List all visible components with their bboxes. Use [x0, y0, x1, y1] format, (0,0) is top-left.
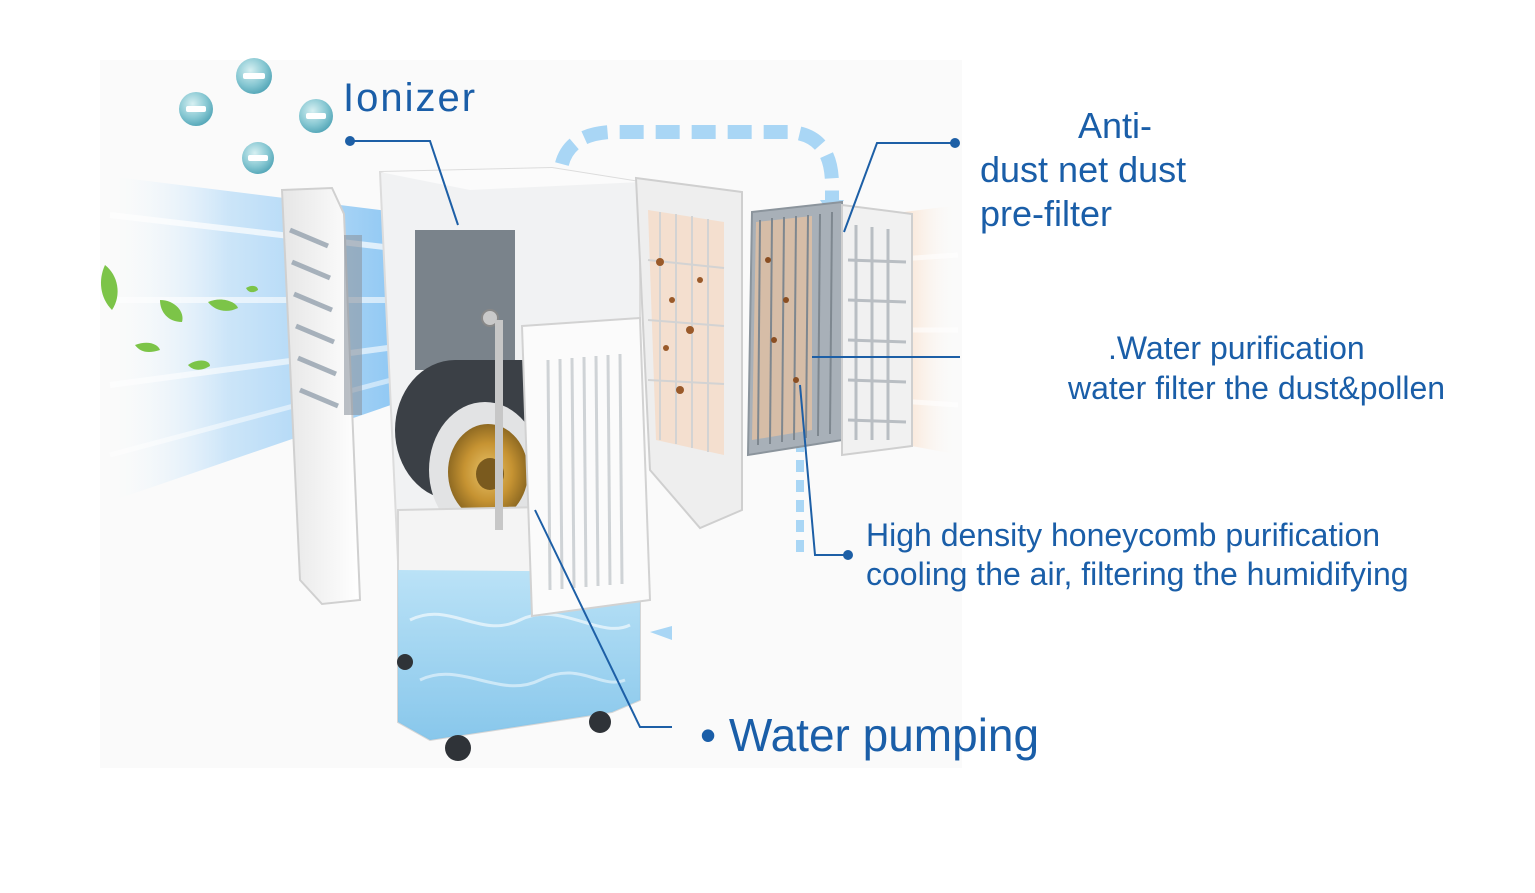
honeycomb-filter — [746, 200, 843, 457]
airflow-path — [553, 125, 839, 560]
leader-honeycomb — [799, 384, 848, 556]
pump-grille-panel — [495, 316, 652, 618]
ionizer-label: Ionizer — [343, 76, 478, 120]
return-arrow — [650, 626, 672, 640]
rear-grid-frame — [841, 203, 913, 457]
pre-filter-frame — [634, 176, 743, 530]
caster-wheels — [397, 654, 611, 761]
anti-dust-prefilter-label: Anti- dust net dust pre-filter — [980, 105, 1187, 234]
leader-anti-dust — [843, 142, 955, 233]
leaf-icon — [100, 265, 258, 370]
leader-water-pumping — [534, 509, 672, 728]
front-louvre-panel — [280, 186, 362, 606]
leader-dots — [345, 136, 960, 560]
negative-ion-icon — [179, 58, 333, 174]
leader-ionizer — [350, 140, 459, 226]
honeycomb-purification-label: High density honeycomb purification cool… — [866, 517, 1409, 593]
leader-lines — [350, 140, 960, 728]
water-purification-label: .Water purification water filter the dus… — [1068, 330, 1446, 406]
water-pumping-label: • Water pumping — [700, 709, 1040, 761]
